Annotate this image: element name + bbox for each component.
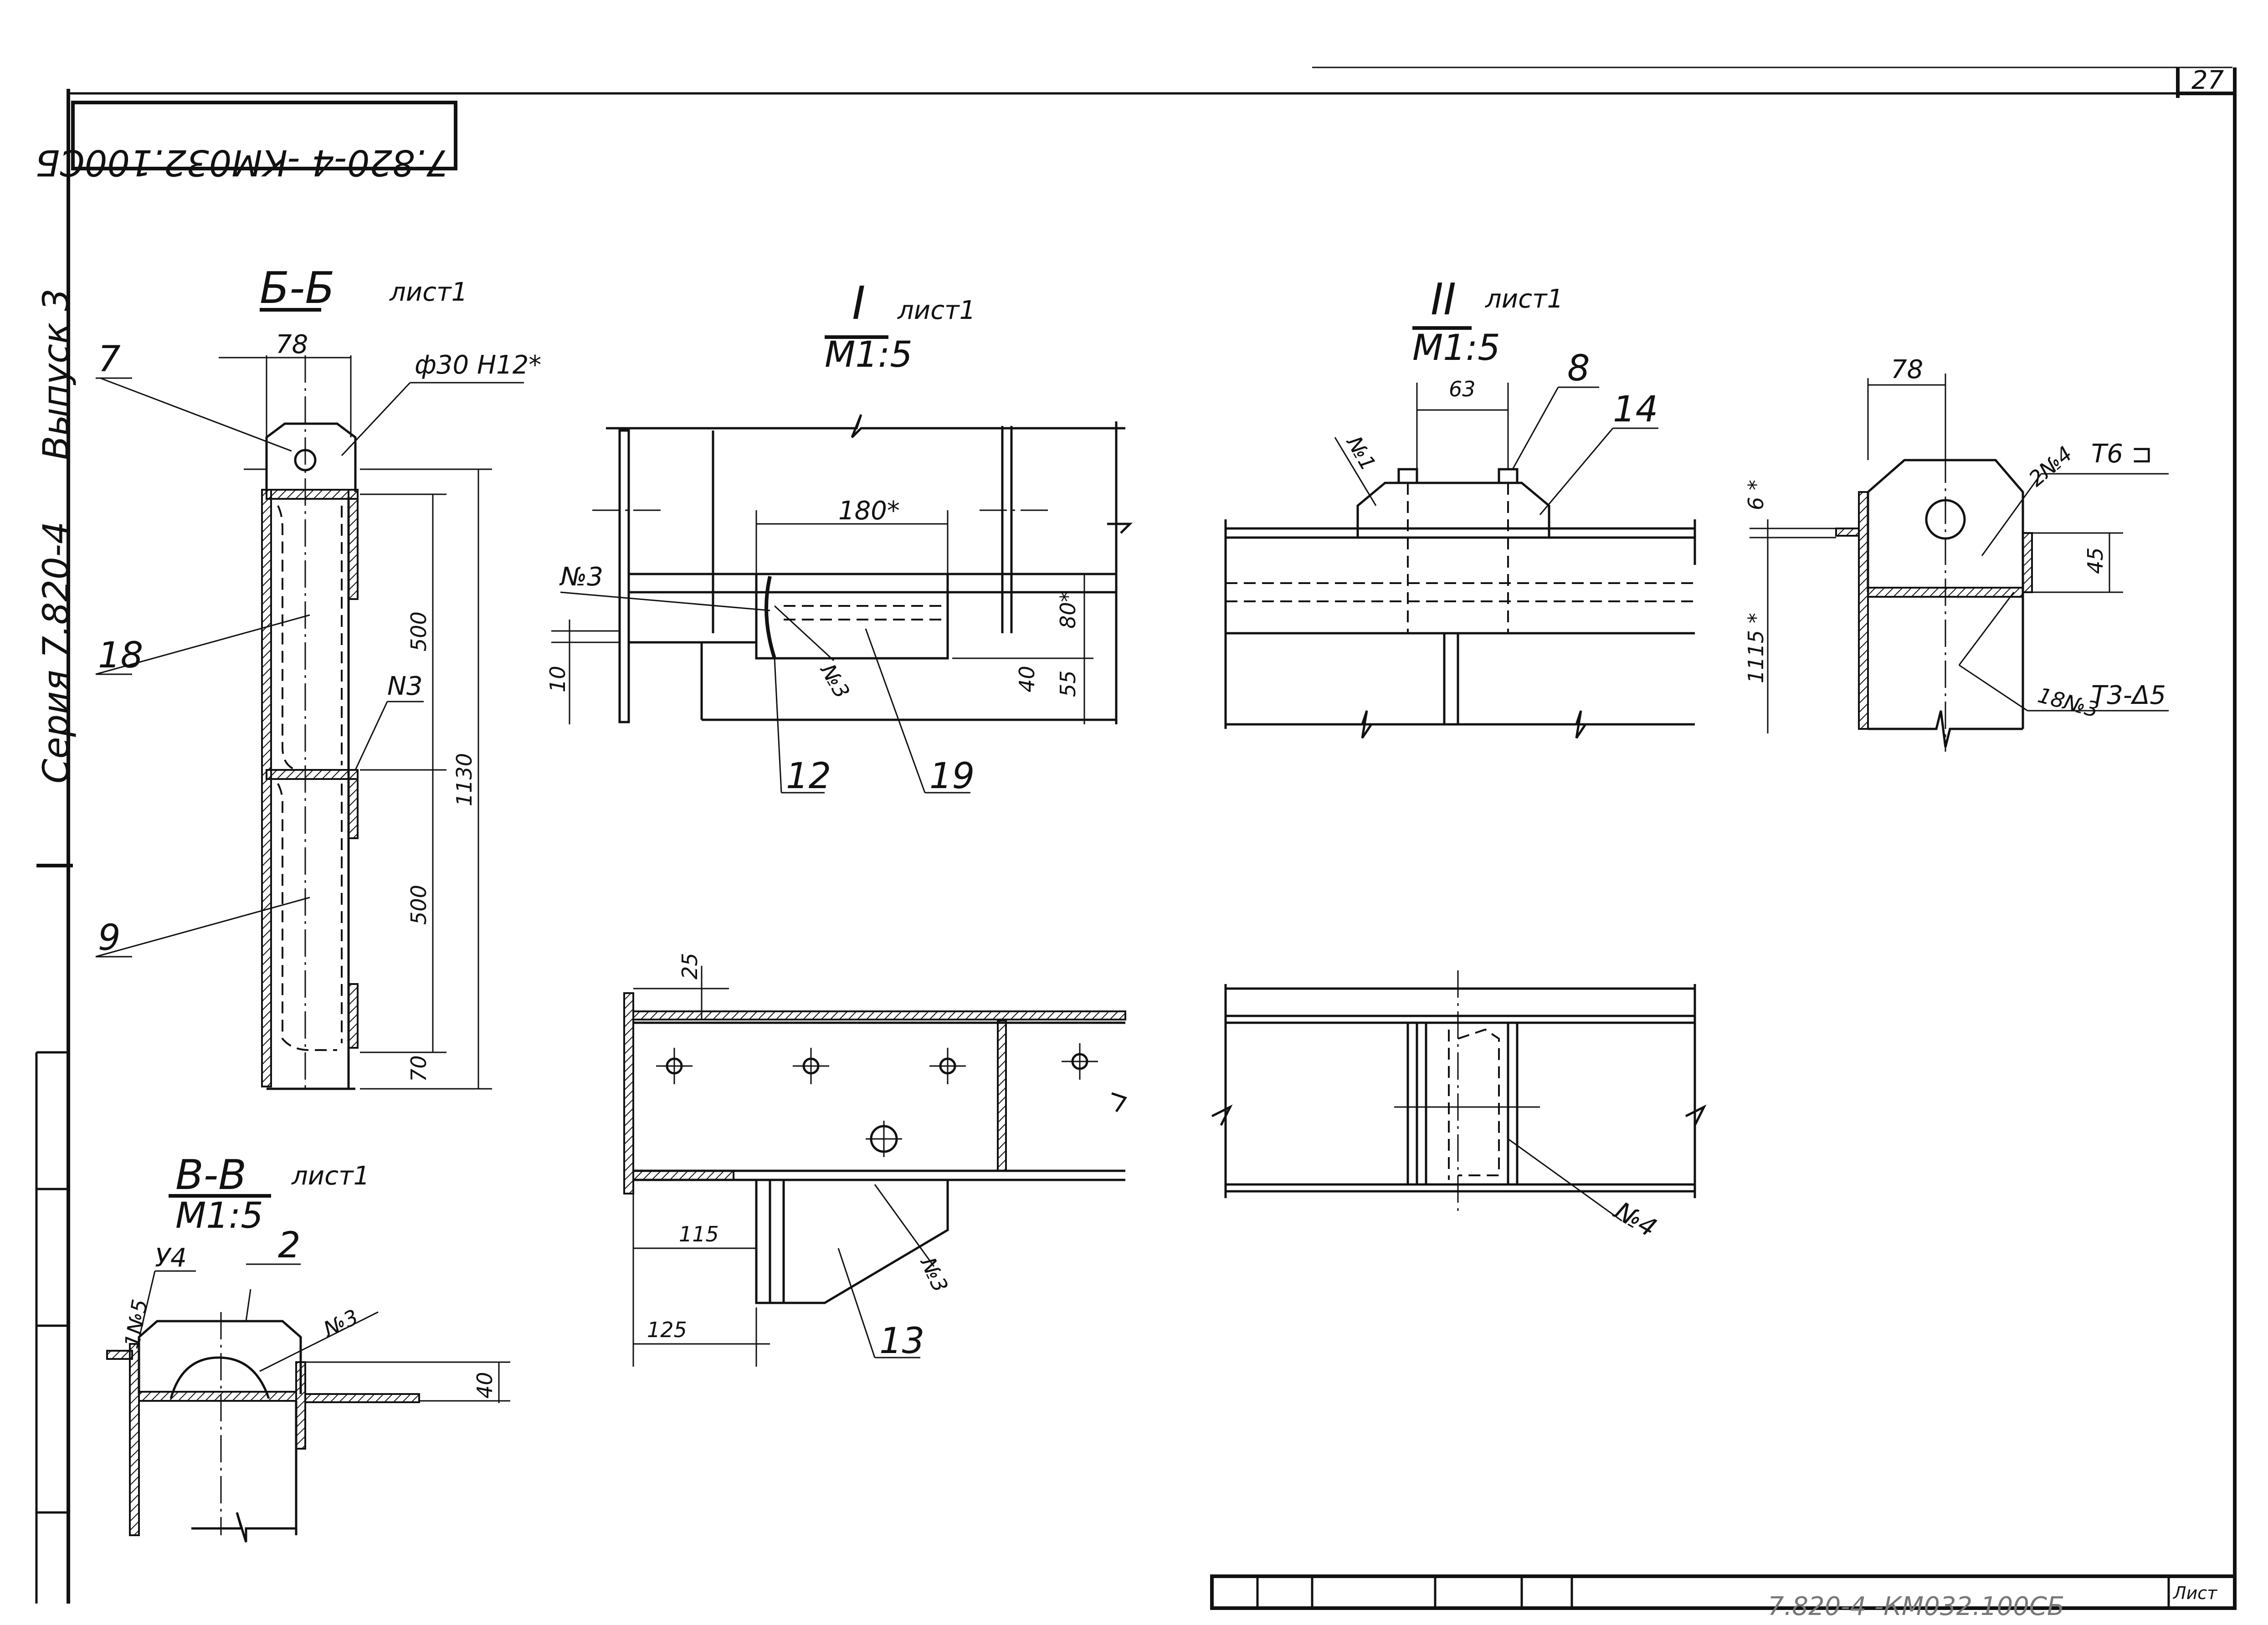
view-1-scale: М1:5 [825,334,913,375]
lower-callout-13: 13 [879,1321,924,1362]
view-2-sheetref: лист1 [1485,284,1563,314]
view-bb-sheetref: лист1 [389,277,467,307]
vv-label-n5: 1№5 [120,1297,153,1349]
v2-callout-8: 8 [1567,348,1590,389]
lower-dim-115: 115 [679,1222,719,1246]
v1-dim-40: 40 [1015,666,1039,692]
view-1-title: I [852,277,866,330]
side-label-n4: 2№4 [2024,441,2077,492]
bb-callout-18: 18 [98,635,143,676]
vv-callout-2: 2 [278,1225,301,1266]
bb-callout-9: 9 [98,918,121,959]
issue-label: Выпуск 3 [36,288,77,460]
bb-dim-500b: 500 [406,885,431,925]
bb-callout-n3: N3 [387,672,423,701]
v2-label-n1: №1 [1341,431,1381,475]
v1-dim-10: 10 [545,666,570,692]
bb-dim-78: 78 [276,330,308,359]
view-vv-scale: М1:5 [175,1195,263,1236]
view-1-sheetref: лист1 [897,296,975,325]
view-2: II М1:5 лист1 63 8 14 №1 [1224,275,1696,739]
side-dim-78: 78 [1891,355,1923,384]
v1-label-n3a: №3 [559,562,603,592]
side-label-t6: Т6 ⊐ [2091,439,2153,469]
page-number: 27 [2191,66,2224,95]
title-block: 7.820-4 -КМ032.100СБ Лист [1210,1574,2237,1621]
view-2-scale: М1:5 [1412,328,1500,369]
v2-callout-14: 14 [1613,389,1658,430]
lower-dim-25: 25 [677,953,702,979]
side-label-t3: Т3-Δ5 [2091,681,2166,710]
view-bb-title: Б-Б [260,263,335,313]
v1-dim-80: 80* [1056,591,1080,629]
v1-label-n3b: №3 [815,659,855,702]
doc-code: 7.820-4 -КМ032.100СБ [36,142,449,183]
view-vv-sheetref: лист1 [291,1161,369,1191]
bb-dim-70: 70 [406,1055,431,1082]
lower-dim-125: 125 [647,1317,687,1342]
side-dim-6: 6 * [1744,480,1768,510]
v1-callout-19: 19 [929,756,975,797]
bb-dim-500a: 500 [406,611,431,651]
view-bb: Б-Б лист1 78 ф30 Н12* 500 [95,263,541,1090]
vv-dim-40: 40 [472,1372,497,1399]
bb-dim-1130: 1130 [452,753,477,806]
v1-dim-55: 55 [1056,670,1080,697]
stamp-sheet-label: Лист [2172,1583,2218,1603]
side-dim-45: 45 [2083,547,2108,574]
side-dim-1115: 1115 * [1744,613,1768,683]
bb-callout-7: 7 [98,339,121,380]
view-2-title: II [1431,275,1456,325]
v1-dim-180: 180* [838,496,900,526]
doc-code-box: 7.820-4 -КМ032.100СБ [36,101,457,183]
view-vv-title: В-В [175,1151,246,1199]
series-label: Серия 7.820-4 [36,522,77,784]
vv-label-n3: №3 [318,1304,362,1342]
view-vv: В-В М1:5 лист1 У4 1№5 2 №3 40 [106,1151,510,1543]
v2-dim-63: 63 [1449,377,1476,401]
sheet-frame [35,67,2237,1604]
plan-label-n4: №4 [1608,1195,1661,1243]
view-lower: 25 115 125 №3 13 [623,953,1127,1367]
view-side: 78 6 * 1115 * 45 2№4 Т6 ⊐ 18№3 Т3-Δ5 [1744,355,2169,752]
vv-label-y4: У4 [155,1243,187,1273]
view-1: I М1:5 лист1 180* 80* 40 55 1 [545,277,1133,797]
v1-callout-12: 12 [786,756,831,797]
bb-dim-hole: ф30 Н12* [415,350,541,380]
stamp-code: 7.820-4 -КМ032.100СБ [1768,1592,2064,1621]
lower-label-n3: №3 [915,1252,953,1296]
view-plan: №4 [1211,970,1707,1243]
